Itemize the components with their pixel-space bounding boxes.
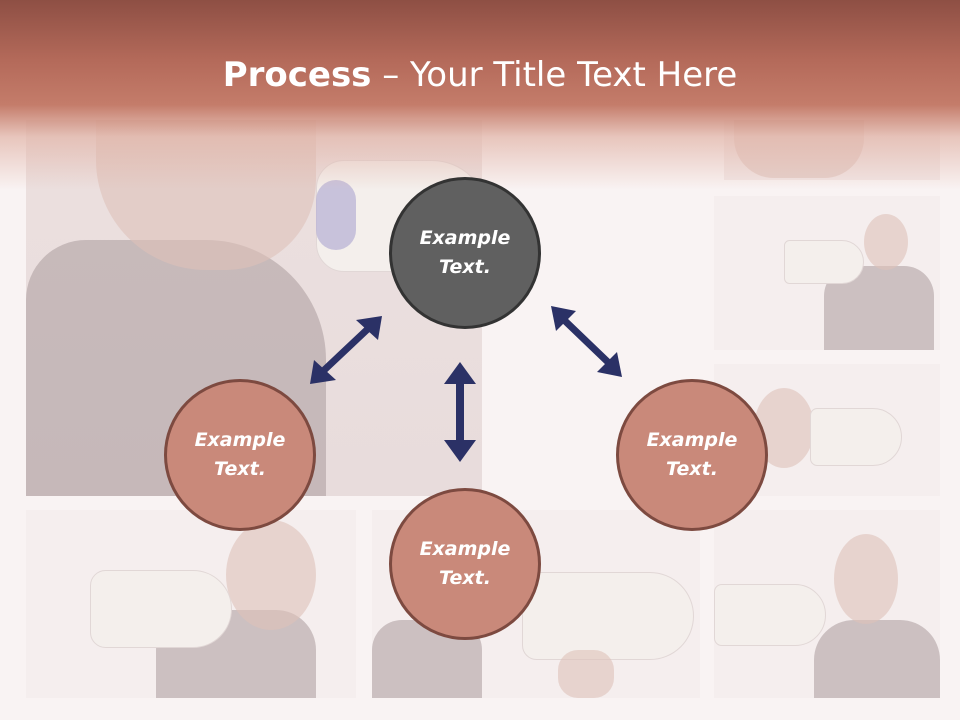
title-rest: – Your Title Text Here: [371, 55, 738, 95]
arrow-center-left: [310, 316, 382, 384]
arrow-center-right: [551, 306, 622, 377]
process-node-center[interactable]: Example Text.: [389, 177, 541, 329]
background-photo-bottom-left: [26, 510, 356, 698]
background-photo-bottom-right: [714, 510, 940, 698]
process-node-left[interactable]: Example Text.: [164, 379, 316, 531]
arrow-center-bottom: [444, 362, 476, 462]
background-photo-right-1: [714, 196, 940, 350]
slide-title[interactable]: Process – Your Title Text Here: [0, 52, 960, 98]
process-node-right[interactable]: Example Text.: [616, 379, 768, 531]
title-bold: Process: [222, 55, 372, 95]
header-band: [0, 0, 960, 190]
process-node-bottom[interactable]: Example Text.: [389, 488, 541, 640]
